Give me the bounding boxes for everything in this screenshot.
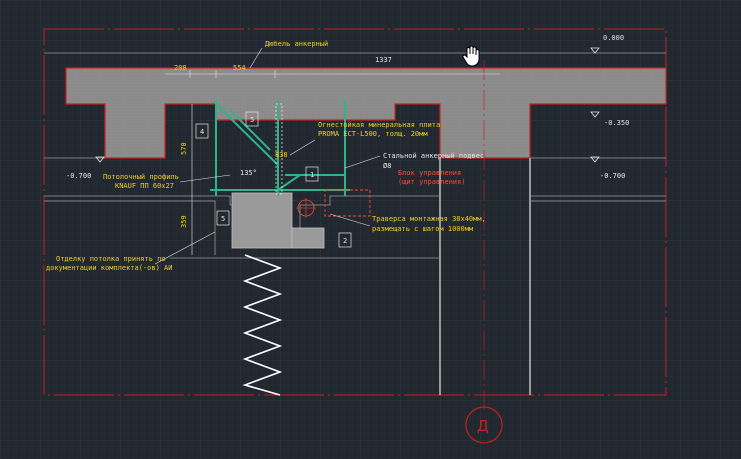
callout-box-1 [305, 166, 319, 182]
duct-block [231, 192, 293, 249]
pan-hand-cursor-icon [462, 45, 480, 67]
note-traverse-1: Траверса монтажная 38х40мм, [372, 215, 486, 223]
note-steel-1: Стальной анкерный подвес [383, 152, 484, 160]
note-traverse-2: размещать с шагом 1000мм [372, 225, 474, 233]
note-plate-2: PROMA ECT-L500, толщ. 20мм [318, 130, 428, 138]
callout-box-5a [245, 111, 259, 127]
leader-lines [154, 47, 381, 265]
callout-5a: 5 [250, 116, 254, 124]
frame-border [43, 28, 667, 396]
note-anchor: Дюбель анкерный [265, 40, 328, 48]
callout-2: 2 [343, 237, 347, 245]
elevation-right: -0.700 [600, 172, 625, 180]
note-ceiling-1: Отделку потолка принять по [56, 255, 166, 263]
elevation-left: -0.700 [66, 172, 91, 180]
elevation-markers [95, 47, 600, 163]
flex-connection-spring [242, 254, 283, 396]
callout-box-4 [195, 123, 209, 139]
callout-4: 4 [200, 128, 204, 136]
callout-box-2 [338, 232, 352, 248]
dim-top-span: 1337 [375, 56, 392, 64]
elevation-mid: -0.350 [604, 119, 629, 127]
dim-vertical-1: 570 [180, 142, 188, 155]
elevation-top: 0.000 [603, 34, 624, 42]
dim-small: 838 [275, 151, 288, 159]
note-control-2: (щит управления) [398, 178, 465, 186]
note-ceiling-2: документации комплекта(-ов) АИ [46, 264, 172, 272]
note-plate-1: Огнестойкая минеральная плита [318, 121, 440, 129]
dim-vertical-2: 359 [180, 215, 188, 228]
dim-top-left: 208 [174, 64, 187, 72]
angle-label: 135° [240, 169, 257, 177]
callout-1: 1 [310, 171, 314, 179]
steel-frame [210, 100, 350, 196]
callout-box-5b [216, 210, 230, 226]
axis-bubble-d [465, 406, 503, 444]
callout-5b: 5 [221, 215, 225, 223]
dimension-lines [165, 70, 500, 255]
axis-label-d: Д [477, 417, 489, 435]
control-box [324, 189, 371, 217]
concrete-slab [65, 67, 667, 159]
note-steel-2: Ø8 [383, 162, 391, 170]
duct-block-inner [291, 227, 325, 249]
note-profile-2: KNAUF ПП 60х27 [115, 182, 174, 190]
note-control-1: Блок управления [398, 169, 461, 177]
dim-top-mid: 554 [233, 64, 246, 72]
note-profile-1: Потолочный профиль [103, 173, 179, 181]
